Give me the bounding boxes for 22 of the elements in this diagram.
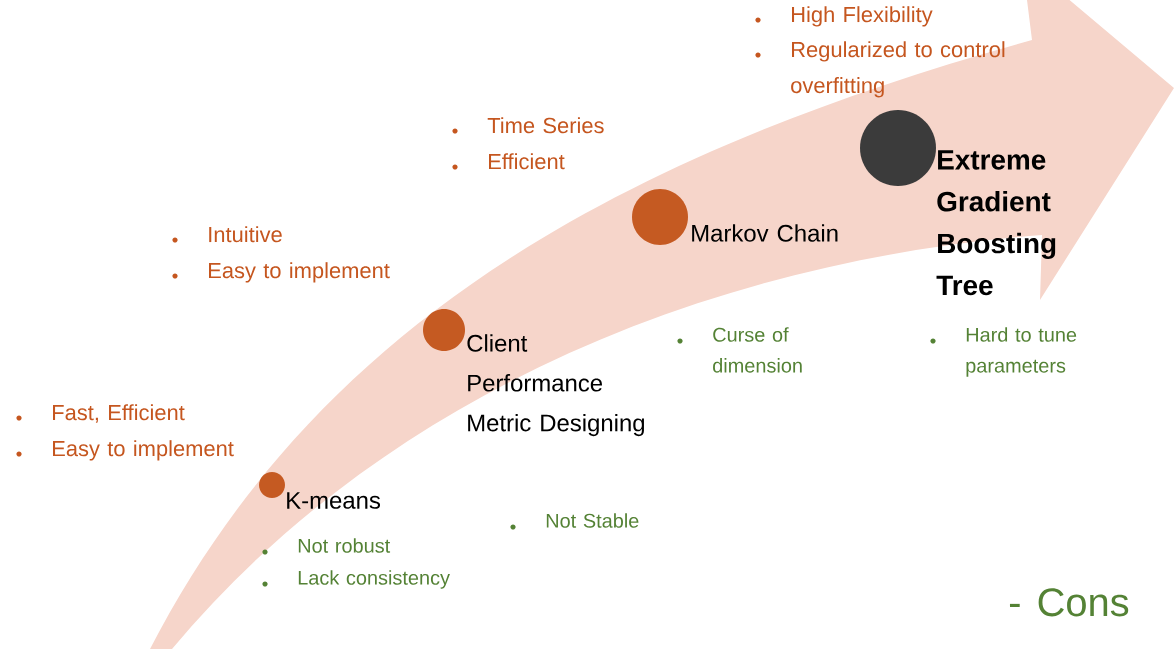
bullet-item: Not robust	[262, 538, 391, 555]
bullet-item: Curse of dimension	[677, 327, 802, 373]
bullet-item: Fast, Efficient	[16, 404, 185, 423]
bullet-item: Time Series	[452, 117, 604, 134]
bullet-item: High Flexibility	[755, 6, 933, 27]
method-name: Markov Chain	[692, 224, 838, 242]
milestone-circle	[632, 189, 688, 245]
milestone-circle	[423, 309, 465, 351]
method-name: Client Performance Metric Designing	[467, 334, 644, 437]
milestone-circle	[860, 110, 936, 186]
bullet-item: Intuitive	[172, 226, 282, 243]
bullet-item: Hard to tune parameters	[930, 327, 1077, 377]
method-name: K-means	[287, 492, 380, 509]
milestone-circle	[259, 472, 285, 498]
bullet-item: Efficient	[452, 153, 565, 170]
method-name: Extreme Gradient Boosting Tree	[936, 150, 1056, 296]
bullet-item: Not Stable	[510, 513, 639, 530]
bullet-item: Lack consistency	[262, 570, 450, 589]
bullet-item: Easy to implement	[172, 262, 390, 283]
bullet-item: Easy to implement	[16, 440, 234, 461]
section-heading: - Cons	[1009, 588, 1129, 617]
bullet-item: Regularized to control overfitting	[755, 41, 1005, 98]
